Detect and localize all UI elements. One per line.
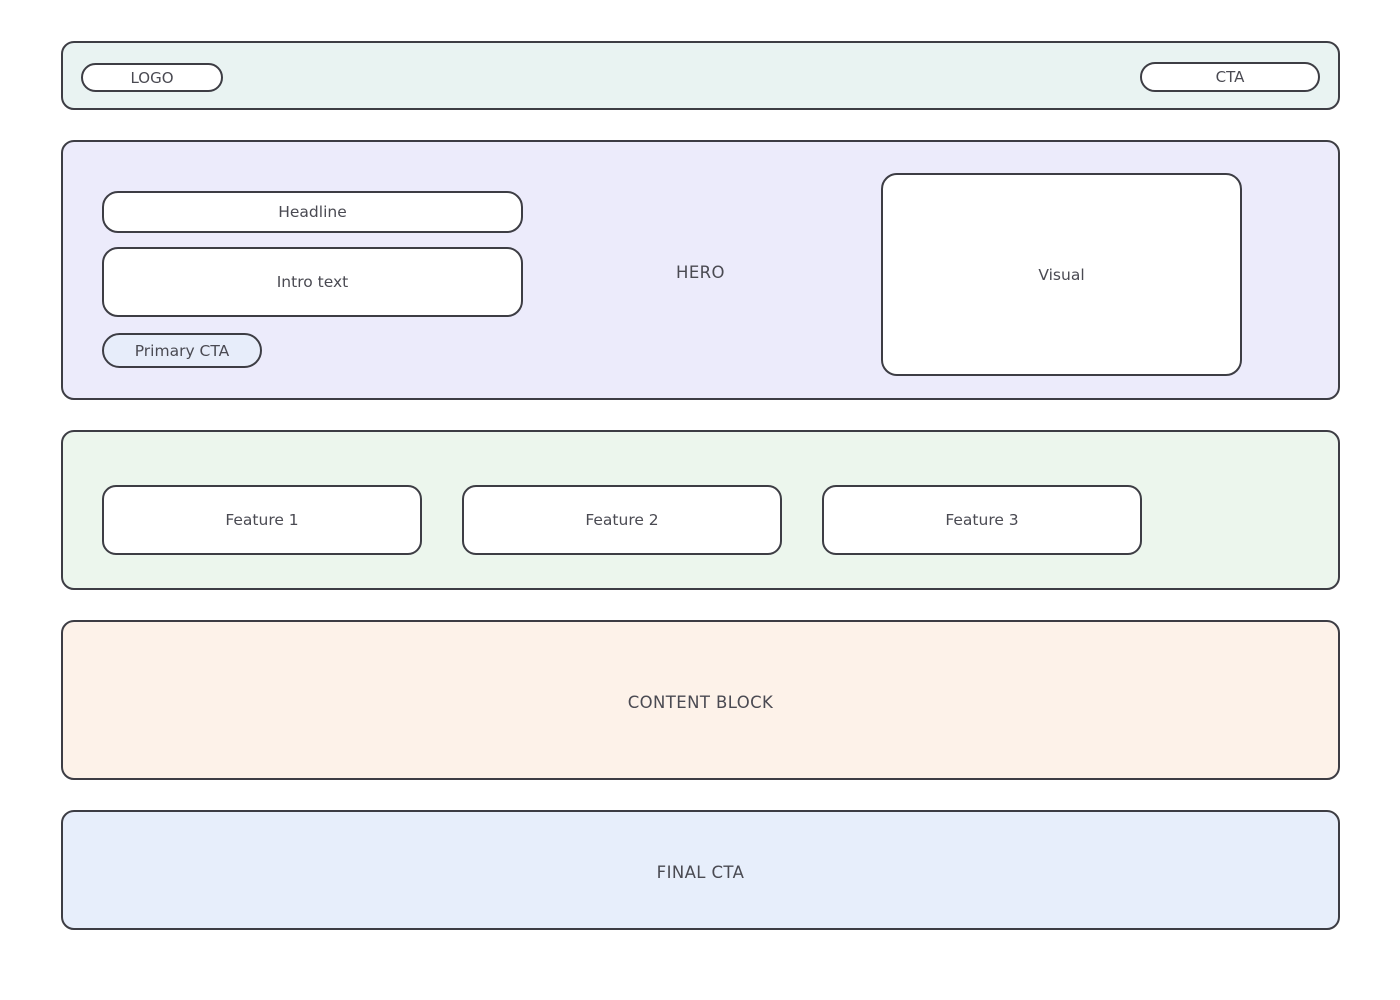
content-block-section: CONTENT BLOCK xyxy=(61,620,1340,780)
feature-card[interactable]: Feature 3 xyxy=(822,485,1142,555)
hero-visual-placeholder: Visual xyxy=(881,173,1242,376)
logo-placeholder[interactable]: LOGO xyxy=(81,63,223,92)
hero-headline-placeholder: Headline xyxy=(102,191,523,233)
header-cta-button[interactable]: CTA xyxy=(1140,62,1320,92)
hero-section-label: HERO xyxy=(676,263,725,282)
hero-primary-cta-button[interactable]: Primary CTA xyxy=(102,333,262,368)
features-section: Feature 1 Feature 2 Feature 3 xyxy=(61,430,1340,590)
feature-card[interactable]: Feature 1 xyxy=(102,485,422,555)
hero-section: HERO Headline Intro text Primary CTA Vis… xyxy=(61,140,1340,400)
header-section: LOGO CTA xyxy=(61,41,1340,110)
hero-intro-text-placeholder: Intro text xyxy=(102,247,523,317)
content-block-label: CONTENT BLOCK xyxy=(627,693,774,712)
feature-card[interactable]: Feature 2 xyxy=(462,485,782,555)
final-cta-label: FINAL CTA xyxy=(656,863,745,882)
final-cta-section: FINAL CTA xyxy=(61,810,1340,930)
